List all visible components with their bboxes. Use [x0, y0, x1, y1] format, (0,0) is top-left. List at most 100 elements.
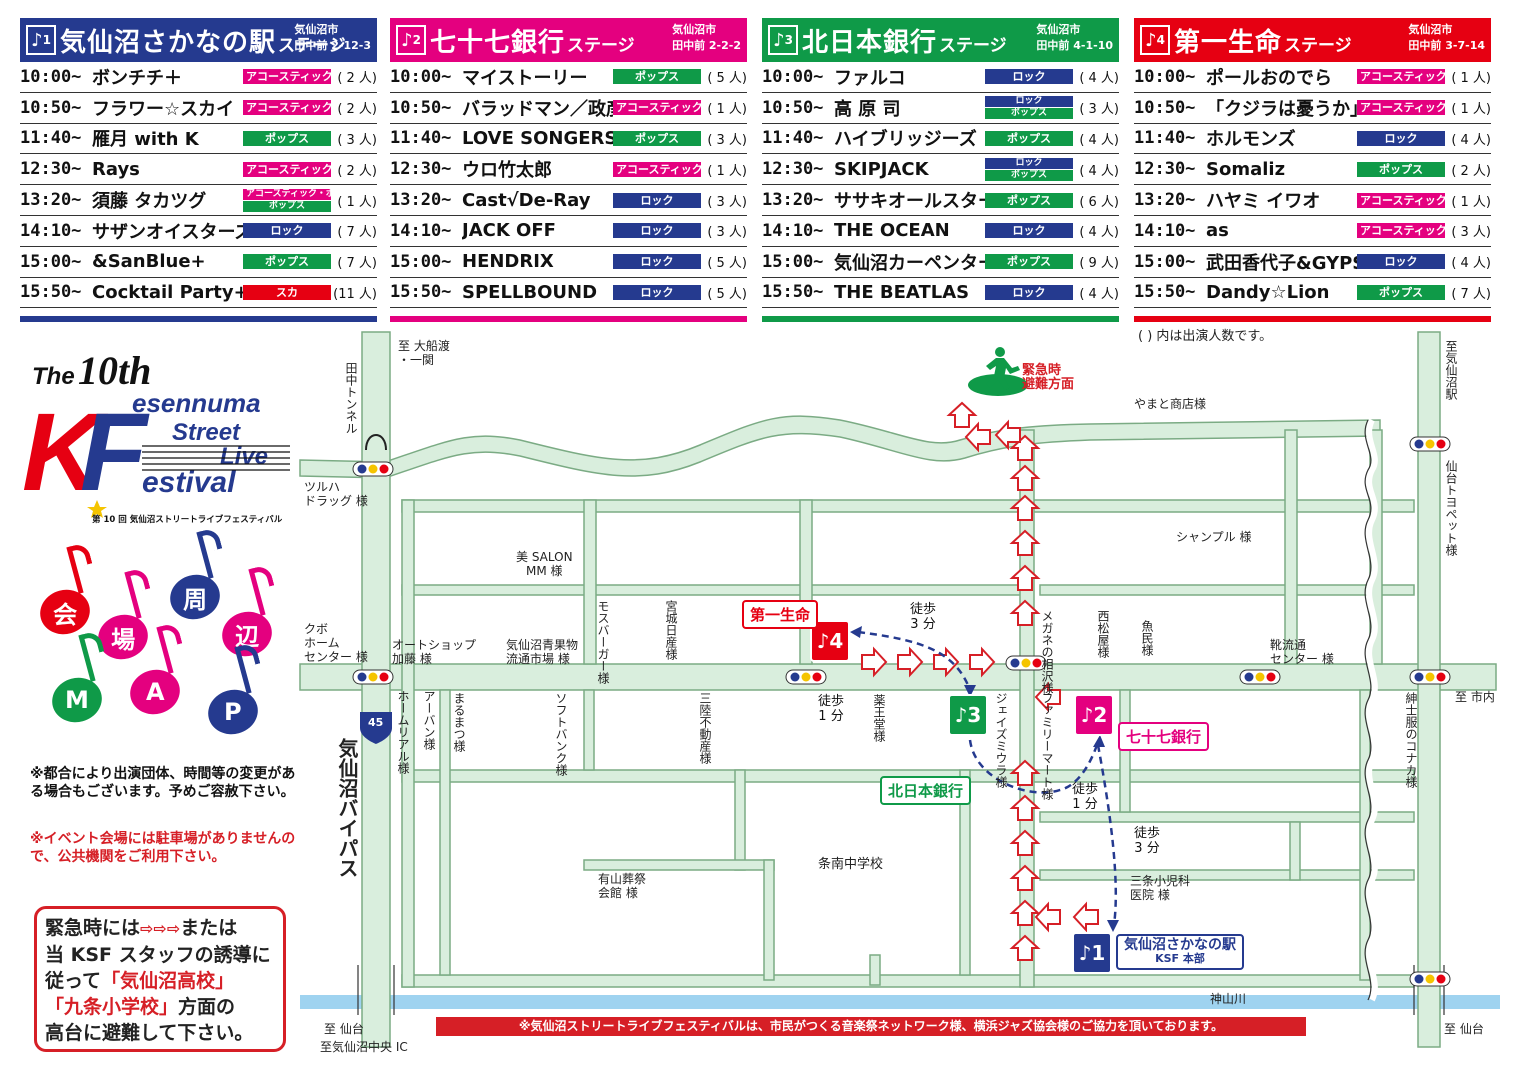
member-count: ( 4 人)	[1079, 163, 1119, 179]
time: 14:10~	[762, 220, 824, 241]
performer: ファルコ	[834, 67, 906, 89]
member-count: ( 3 人)	[707, 225, 747, 241]
stage-suffix: ステージ	[278, 35, 346, 56]
performer: HENDRIX	[462, 251, 554, 273]
music-note-icon: ♪1	[26, 25, 56, 55]
venue-4-marker[interactable]: ♪4	[810, 620, 850, 662]
genre-tags: ポップス	[1357, 161, 1445, 177]
member-count: ( 5 人)	[707, 286, 747, 302]
performer: 気仙沼カーペンターズ	[834, 252, 985, 274]
performer: as	[1206, 220, 1229, 242]
time: 12:30~	[762, 159, 824, 180]
venue-2-name: 七十七銀行	[1118, 722, 1210, 751]
label-bypass: 気仙沼バイパス	[335, 738, 359, 878]
emergency-notice: 緊急時には⇨⇨⇨または 当 KSF スタッフの誘導に 従って「気仙沼高校」 「九…	[34, 906, 286, 1052]
member-count: ( 4 人)	[1451, 256, 1491, 272]
time: 10:00~	[762, 66, 824, 87]
route-45-icon	[360, 712, 392, 744]
time: 14:10~	[1134, 220, 1196, 241]
genre-tag: ロック	[985, 157, 1073, 169]
genre-tag: ポップス	[613, 69, 701, 85]
performer: Dandy☆Lion	[1206, 281, 1330, 303]
genre-tags: ロック	[1357, 254, 1445, 270]
time: 10:50~	[20, 97, 82, 118]
genre-tag: ロック	[613, 284, 701, 300]
label-sanjo: 三条小児科 医院 様	[1130, 874, 1191, 902]
time: 11:40~	[1134, 128, 1196, 149]
label-uotami: 魚民様	[1140, 620, 1154, 656]
em-line3b: 「気仙沼高校」	[101, 970, 235, 992]
member-count: ( 2 人)	[1451, 163, 1491, 179]
time: 12:30~	[20, 159, 82, 180]
performer: 雁月 with K	[92, 129, 199, 151]
schedule-row: 10:50~フラワー☆スカイアコースティック・ボーカル( 2 人)	[20, 93, 388, 124]
schedule-row: 13:20~ハヤミ イワオアコースティック・ボーカル( 1 人)	[1134, 185, 1502, 216]
performer: Somaliz	[1206, 158, 1286, 180]
venue-2-marker[interactable]: ♪2	[1074, 694, 1114, 736]
performer: ハイブリッジーズ	[834, 129, 977, 151]
evacuation-arrows	[861, 401, 1099, 961]
genre-tags: ロックポップス	[985, 96, 1073, 120]
performer: Cocktail Party+	[92, 281, 243, 303]
venue-1-marker[interactable]: ♪1	[1072, 932, 1112, 974]
genre-tag: ポップス	[985, 192, 1073, 208]
genre-tag: ロック	[1357, 130, 1445, 146]
member-count: ( 3 人)	[1451, 225, 1491, 241]
schedule-row: 14:10~ JACK OFF ロック ( 3 人)	[390, 216, 747, 247]
performer: SKIPJACK	[834, 158, 929, 180]
label-to-sendai-left: 至 仙台	[324, 1022, 364, 1036]
time: 13:20~	[762, 190, 824, 211]
member-count: ( 4 人)	[1079, 286, 1119, 302]
genre-tag: ポップス	[1357, 161, 1445, 177]
label-walk-1min-b: 徒歩 1 分	[1072, 782, 1099, 812]
member-count: ( 3 人)	[707, 194, 747, 210]
performer: Rays	[92, 158, 140, 180]
time: 11:40~	[762, 128, 824, 149]
member-count: ( 4 人)	[1079, 71, 1119, 87]
music-note-icon: ♪2	[396, 25, 426, 55]
time: 15:50~	[20, 282, 82, 303]
walking-routes	[857, 630, 1118, 926]
genre-tags: ロック	[613, 192, 701, 208]
genre-tags: ポップス	[985, 130, 1073, 146]
em-line1: 緊急時には	[45, 917, 141, 939]
label-to-shinai: 至 市内	[1455, 690, 1495, 704]
performer: JACK OFF	[462, 220, 556, 242]
performer: ポールおのでら	[1206, 67, 1332, 89]
genre-tag: ロック	[613, 223, 701, 239]
genre-tags: アコースティック・ボーカルポップス	[243, 188, 362, 212]
schedule-row: 10:50~高 原 司ロックポップス( 3 人)	[762, 93, 1119, 124]
member-count: ( 4 人)	[1079, 225, 1119, 241]
notice-parking: ※イベント会場には駐車場がありませんので、公共機関をご利用下さい。	[30, 831, 296, 865]
label-marumatsu: まるまつ様	[452, 692, 466, 752]
time: 10:00~	[1134, 66, 1196, 87]
stage-address: 気仙沼市田中前 2-12-3	[294, 23, 371, 52]
genre-tag: ロック	[985, 284, 1073, 300]
venue-3-marker[interactable]: ♪3	[948, 694, 988, 736]
label-konaka: 紳士服のコナカ様	[1404, 692, 1418, 788]
member-count: ( 2 人)	[337, 71, 377, 87]
performer: マイストーリー	[462, 67, 588, 89]
member-count: ( 7 人)	[337, 256, 377, 272]
label-yakuodo: 薬王堂様	[872, 694, 886, 742]
time: 15:50~	[1134, 282, 1196, 303]
time: 11:40~	[390, 128, 452, 149]
genre-tags: ポップス	[243, 130, 331, 146]
label-family: ファミリーマート様	[1040, 692, 1054, 800]
time: 14:10~	[390, 220, 452, 241]
genre-tag: ポップス	[985, 108, 1073, 120]
label-megane: メガネの相沢様	[1040, 610, 1054, 694]
em-line4a: 「九条小学校」	[45, 996, 179, 1018]
genre-tags: ポップス	[1357, 284, 1445, 300]
stage-footer-bar	[20, 316, 377, 323]
schedule-row: 10:50~バラッドマン／政彦アコースティック・ボーカル( 1 人)	[390, 93, 758, 124]
time: 15:00~	[20, 251, 82, 272]
genre-tags: ロック	[613, 254, 701, 270]
time: 13:20~	[390, 190, 452, 211]
stage-suffix: ステージ	[567, 35, 635, 56]
